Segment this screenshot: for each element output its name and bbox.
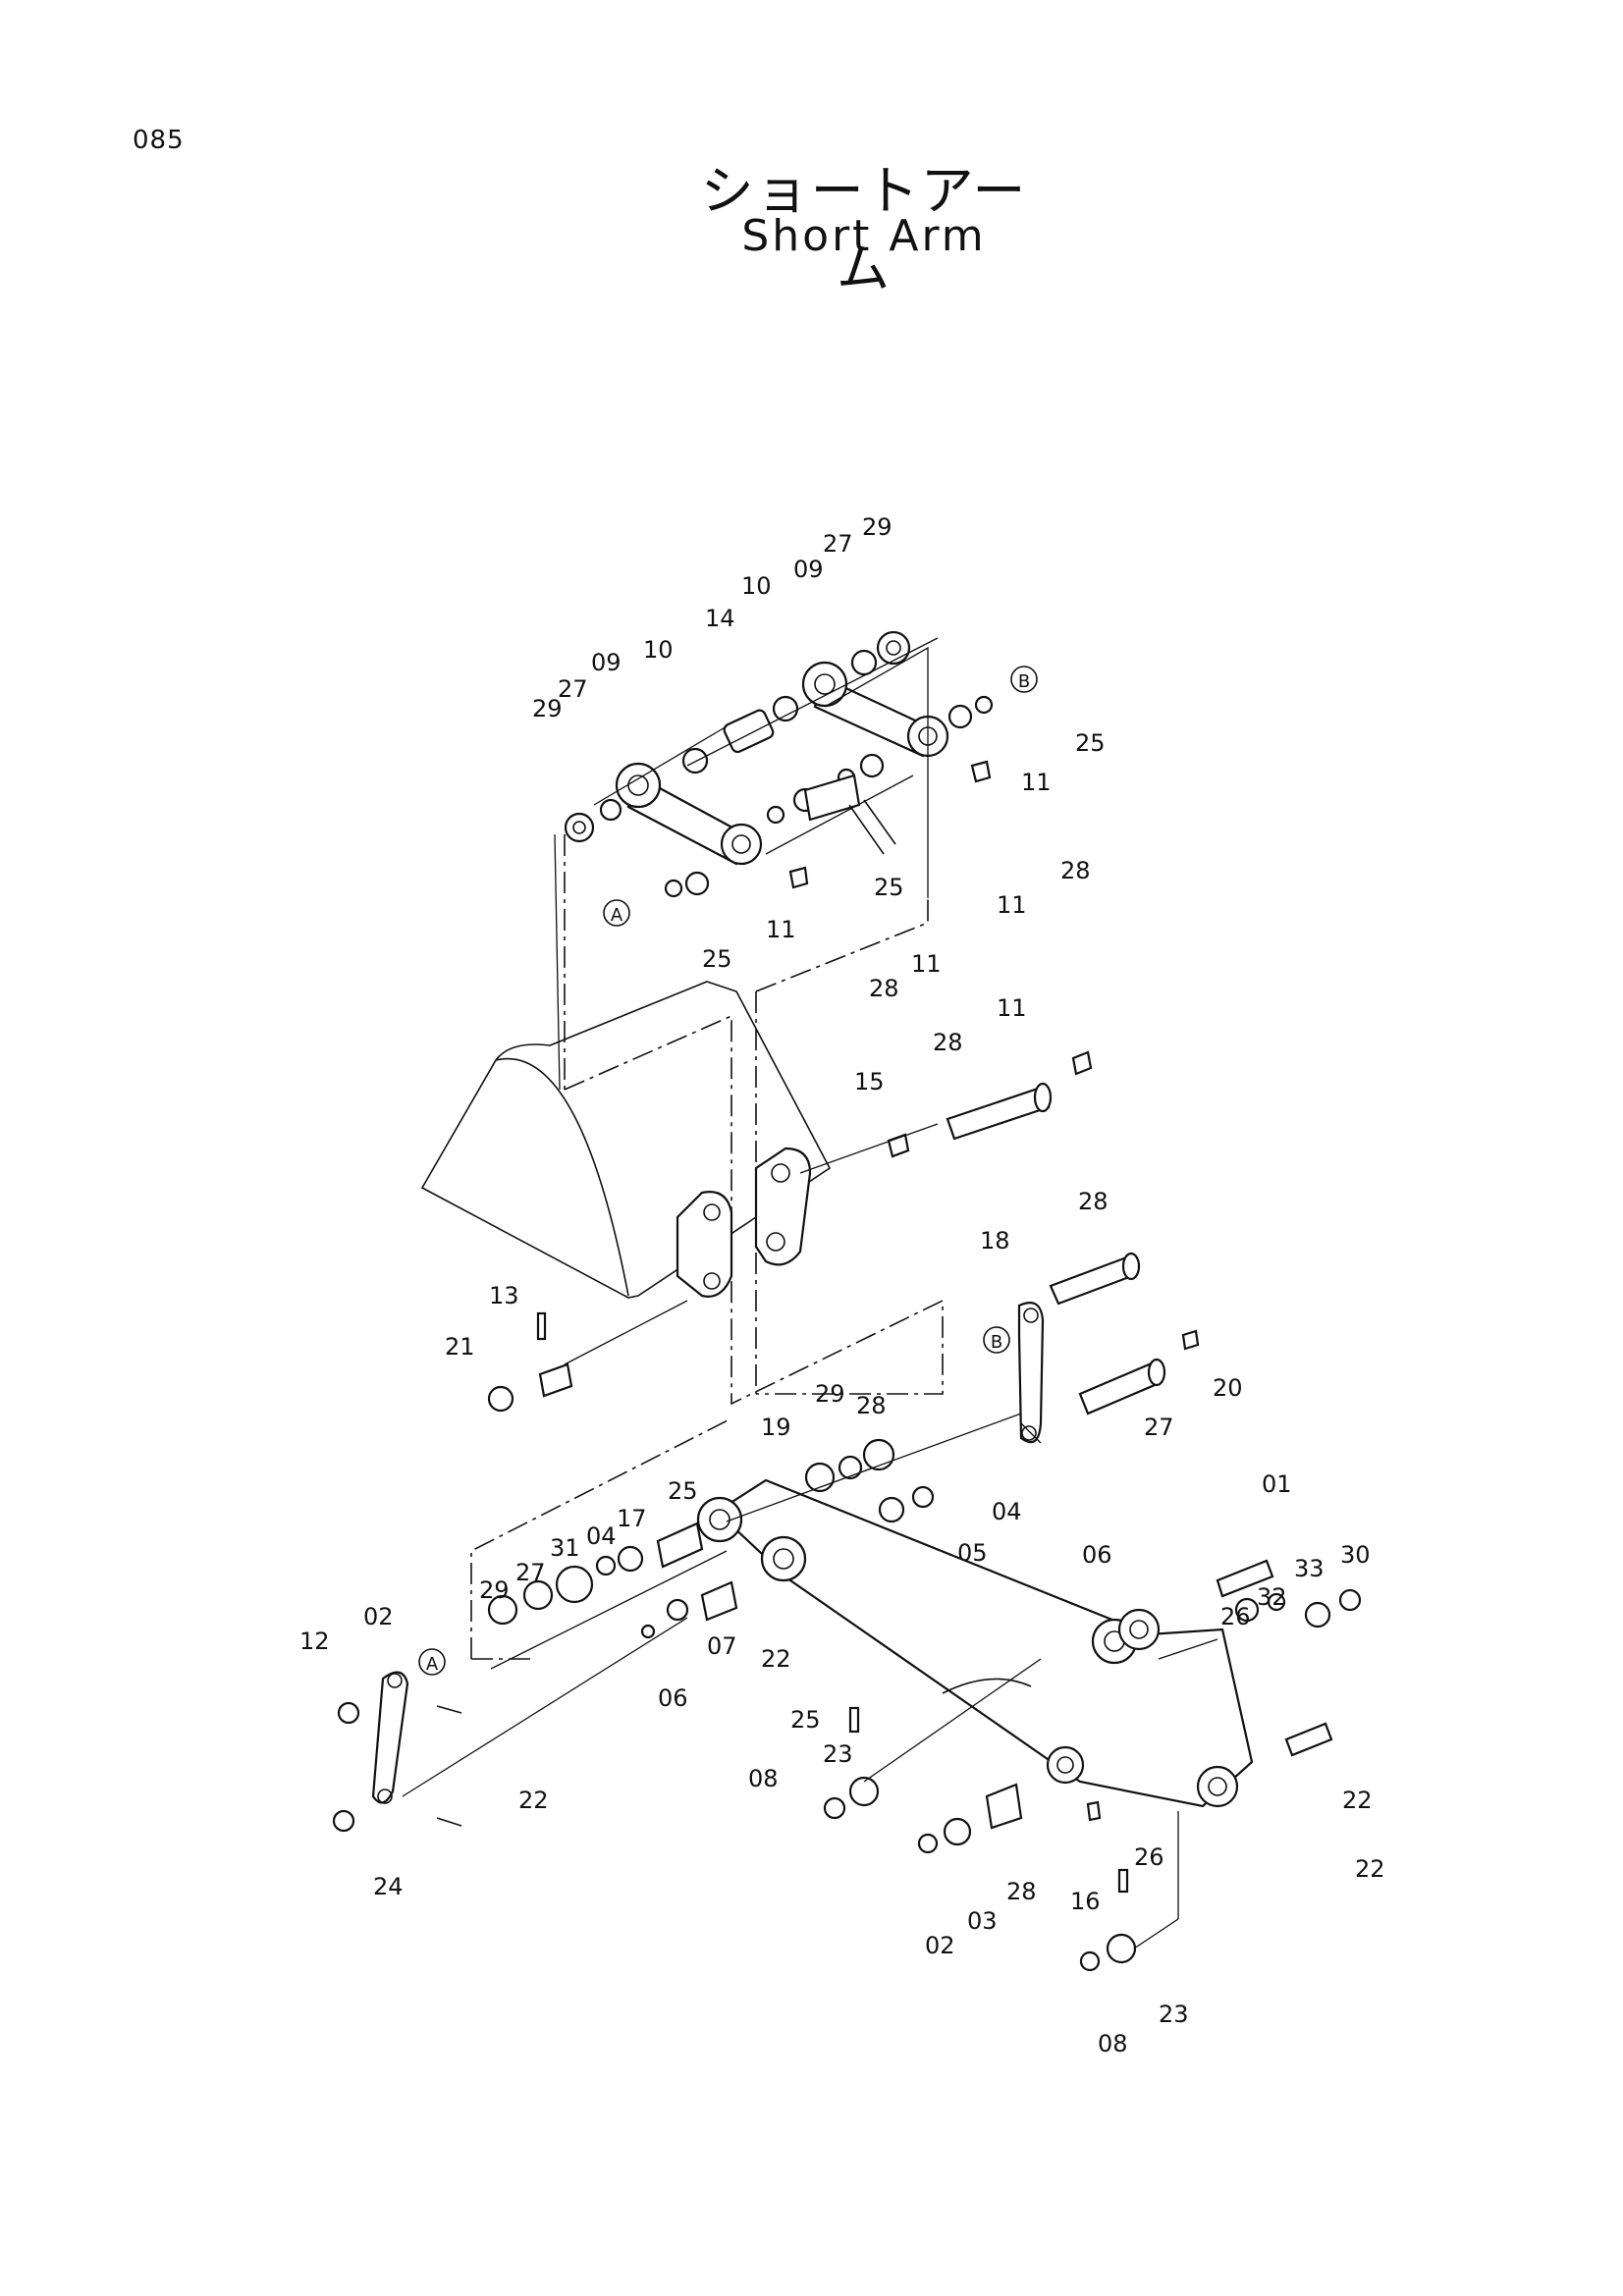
callout-a-bottom: A [418,1648,446,1676]
upper-small-parts [564,630,994,898]
link-09-left [615,762,763,866]
lower-small-parts [487,1438,1362,1972]
part-label: 02 [925,1932,955,1959]
part-label: 33 [1294,1555,1325,1582]
svg-text:B: B [991,1332,1002,1353]
part-label: 14 [705,605,735,632]
part-label: 17 [617,1505,647,1532]
part-label: 28 [1078,1188,1109,1215]
part-label: 19 [761,1414,791,1441]
part-label: 01 [1262,1470,1292,1498]
part-label: 18 [980,1227,1010,1255]
part-label: 05 [957,1539,988,1567]
part-label: 25 [790,1706,821,1734]
part-label: 28 [1006,1878,1037,1905]
part-label: 27 [515,1559,546,1586]
part-label: 32 [1257,1583,1287,1611]
part-label: 09 [793,556,824,583]
part-label: 22 [761,1645,791,1673]
title-english: Short Arm [741,211,987,261]
bucket-bosses [676,1147,812,1298]
callout-b-link: B [983,1326,1010,1354]
callout-b-top: B [1010,666,1038,693]
part-label: 08 [748,1765,779,1792]
part-label: 08 [1098,2030,1128,2057]
part-label: 23 [1159,2001,1189,2028]
pin-21-ring-20 [487,1311,573,1413]
part-label: 29 [479,1576,510,1604]
pin-15 [887,1050,1093,1158]
part-label: 11 [766,916,796,943]
part-label: 02 [363,1603,394,1630]
pin-19 [1078,1329,1200,1415]
spacer-14 [723,709,775,754]
part-label: 21 [445,1333,475,1361]
part-label: 10 [643,636,674,664]
part-label: 06 [1082,1541,1112,1569]
part-label: 26 [1220,1603,1251,1630]
part-label: 31 [550,1534,580,1562]
part-label: 07 [707,1632,737,1660]
part-label: 16 [1070,1888,1101,1915]
part-label: 09 [591,649,622,676]
part-label: 26 [1134,1843,1164,1871]
part-label: 03 [967,1907,998,1935]
part-label: 22 [518,1787,549,1814]
part-label: 28 [869,975,899,1002]
part-label: 11 [997,994,1027,1022]
callout-a-top: A [603,899,630,927]
part-label: 25 [668,1477,698,1505]
part-label: 27 [1144,1414,1174,1441]
page-number: 085 [133,126,185,155]
part-label: 30 [1340,1541,1371,1569]
part-label: 29 [862,513,893,541]
part-label: 10 [741,572,772,600]
part-labels: 29 27 09 10 14 10 09 27 29 25 11 28 11 2… [299,513,1385,2057]
svg-text:B: B [1018,671,1030,692]
part-label: 23 [823,1740,853,1768]
part-label: 25 [874,874,904,901]
part-label: 24 [373,1873,404,1900]
link-12 [332,1671,462,1833]
part-label: 22 [1342,1787,1373,1814]
part-label: 28 [1060,857,1091,884]
part-label: 20 [1213,1374,1243,1402]
svg-text:A: A [611,905,623,926]
part-label: 25 [1075,729,1106,757]
svg-text:A: A [426,1654,439,1675]
pin-18 [1049,1252,1141,1306]
part-label: 29 [532,695,563,722]
part-label: 28 [933,1029,963,1056]
link-13 [1017,1302,1045,1444]
part-label: 11 [1021,769,1052,796]
part-label: 06 [658,1684,688,1712]
part-label: 13 [489,1282,519,1309]
part-label: 28 [856,1392,887,1419]
part-label: 22 [1355,1855,1385,1883]
part-label: 04 [586,1522,617,1550]
part-label: 12 [299,1628,330,1655]
part-label: 25 [702,945,732,973]
part-label: 27 [823,530,853,558]
arm-01 [696,1478,1254,1822]
title-japanese: ショートアーム [700,160,1028,299]
leader-lines [402,637,1218,1949]
part-label: 11 [911,950,942,978]
part-label: 04 [992,1498,1022,1525]
part-label: 29 [815,1380,845,1408]
link-09-right [801,661,949,758]
part-label: 27 [558,675,588,703]
part-label: 11 [997,891,1027,919]
part-label: 15 [854,1068,885,1095]
